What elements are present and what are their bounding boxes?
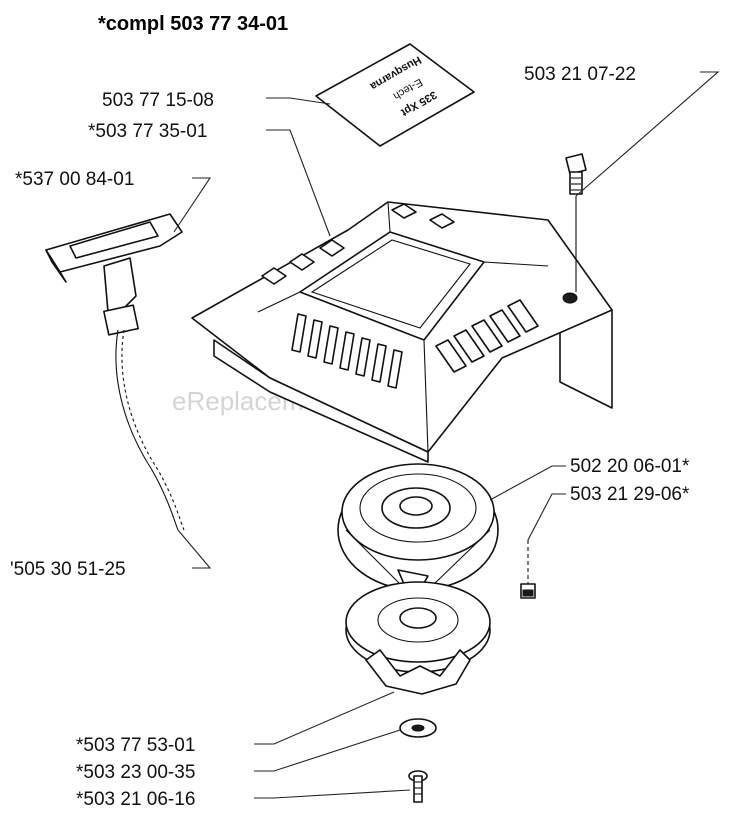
label-rope: '505 30 51-25 [10, 559, 126, 580]
label-starter-housing: *503 77 35-01 [88, 121, 207, 142]
label-pulley: *503 77 53-01 [76, 735, 195, 756]
starter-handle [45, 213, 183, 336]
label-spring-screw: 503 21 29-06* [570, 484, 690, 505]
vent-slots-right [435, 299, 539, 373]
pulley [345, 581, 491, 695]
spring-screw [520, 540, 536, 599]
starter-housing [191, 201, 613, 463]
label-washer: *503 23 00-35 [76, 762, 195, 783]
assembly-title: *compl 503 77 34-01 [98, 13, 288, 35]
housing-screw [565, 153, 587, 292]
vent-slots-left [291, 313, 403, 389]
leader-lines [173, 71, 720, 799]
label-decal: 503 77 15-08 [102, 90, 214, 111]
spring-cassette [337, 463, 499, 591]
label-center-screw: *503 21 06-16 [76, 789, 195, 810]
starter-rope [115, 329, 185, 531]
label-handle: *537 00 84-01 [15, 169, 134, 190]
decal-sticker: 335 Xpt E-tech Husqvarna [315, 43, 475, 147]
screw-boss [562, 292, 578, 304]
center-screw [408, 770, 428, 803]
housing-ribs [261, 203, 455, 285]
washer [399, 718, 437, 738]
label-spring-cassette: 502 20 06-01* [570, 456, 690, 477]
label-housing-screw: 503 21 07-22 [524, 64, 636, 85]
